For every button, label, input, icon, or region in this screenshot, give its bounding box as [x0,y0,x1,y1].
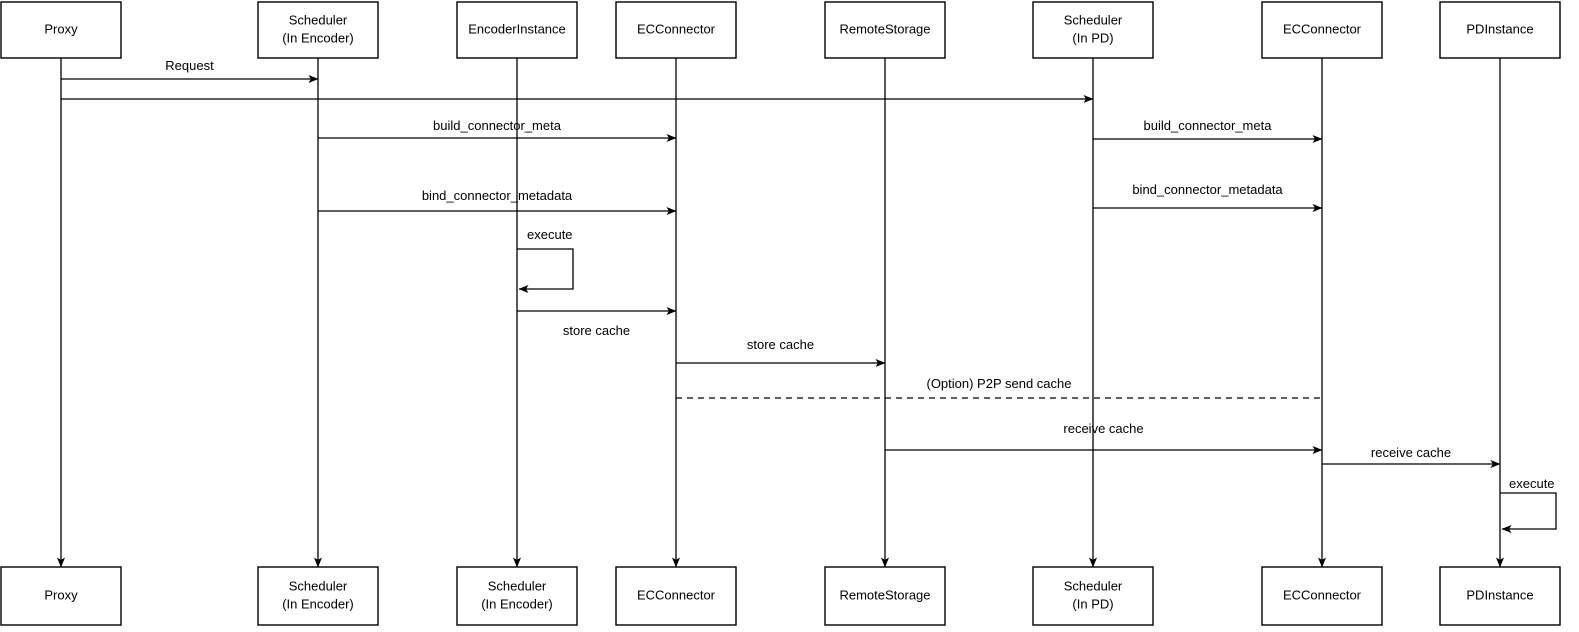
message-label-m3: build_connector_meta [433,118,562,133]
self-messages-layer: execute execute [517,227,1557,533]
self-message-label-s2: execute [1509,476,1555,491]
participant-label-encoder-instance-line1: Scheduler [488,578,547,593]
message-m7[interactable]: store cache [517,307,677,338]
message-label-m7: store cache [563,323,630,338]
participant-label-pd-instance: PDInstance [1466,587,1533,602]
participant-box-rect-remote-storage [824,1,946,59]
participant-label-scheduler-enc-line1: Scheduler [289,578,348,593]
participant-box-rect-ecconnector-pd [1261,566,1383,626]
message-m1[interactable]: Request [61,58,319,83]
participant-box-bottom-scheduler-enc[interactable]: Scheduler (In Encoder) [257,566,379,626]
message-label-m4: build_connector_meta [1144,118,1273,133]
message-label-m8: store cache [747,337,814,352]
message-label-m6: bind_connector_metadata [1132,182,1283,197]
participant-label-scheduler-pd-line2: (In PD) [1072,30,1113,45]
participant-box-top-scheduler-pd[interactable]: Scheduler (In PD) [1032,1,1154,59]
self-message-path-s1 [517,248,574,293]
participant-label-scheduler-enc-line1: Scheduler [289,12,348,27]
participant-label-ecconnector-enc: ECConnector [637,21,716,36]
participant-box-bottom-remote-storage[interactable]: RemoteStorage [824,566,946,626]
participant-box-rect-ecconnector-enc [615,566,737,626]
participant-label-remote-storage: RemoteStorage [839,21,930,36]
message-m6[interactable]: bind_connector_metadata [1093,182,1323,212]
participant-box-rect-remote-storage [824,566,946,626]
participant-box-rect-scheduler-enc [257,566,379,626]
lifelines-layer [57,58,1504,568]
participant-label-scheduler-enc-line2: (In Encoder) [282,596,354,611]
participant-box-rect-encoder-instance [456,566,578,626]
message-m4[interactable]: build_connector_meta [1093,118,1323,143]
self-message-label-s1: execute [527,227,573,242]
message-m3[interactable]: build_connector_meta [318,118,677,142]
message-label-m10: receive cache [1063,421,1143,436]
message-label-m9: (Option) P2P send cache [926,376,1071,391]
participant-box-bottom-encoder-instance[interactable]: Scheduler (In Encoder) [456,566,578,626]
self-message-s2[interactable]: execute [1500,476,1557,533]
participant-box-bottom-ecconnector-pd[interactable]: ECConnector [1261,566,1383,626]
participant-box-bottom-ecconnector-enc[interactable]: ECConnector [615,566,737,626]
participant-label-proxy: Proxy [44,21,78,36]
self-message-path-s2 [1500,492,1557,533]
bottom-participant-boxes: Proxy Scheduler (In Encoder) Scheduler (In E… [0,566,1561,626]
participant-label-ecconnector-pd: ECConnector [1283,587,1362,602]
participant-box-rect-ecconnector-enc [615,1,737,59]
participant-label-scheduler-pd-line1: Scheduler [1064,578,1123,593]
messages-layer: Request build_connector_meta build_connect… [61,58,1501,468]
message-label-m5: bind_connector_metadata [422,188,573,203]
participant-label-pd-instance: PDInstance [1466,21,1533,36]
participant-box-rect-scheduler-pd [1032,1,1154,59]
participant-box-rect-scheduler-enc [257,1,379,59]
participant-box-top-remote-storage[interactable]: RemoteStorage [824,1,946,59]
participant-box-rect-pd-instance [1439,1,1561,59]
message-m11[interactable]: receive cache [1322,445,1501,468]
participant-box-rect-proxy [0,1,122,59]
participant-box-bottom-proxy[interactable]: Proxy [0,566,122,626]
participant-box-top-pd-instance[interactable]: PDInstance [1439,1,1561,59]
participant-label-remote-storage: RemoteStorage [839,587,930,602]
message-m5[interactable]: bind_connector_metadata [318,188,677,215]
participant-box-top-encoder-instance[interactable]: EncoderInstance [456,1,578,59]
message-m8[interactable]: store cache [676,337,886,367]
message-label-m1: Request [165,58,214,73]
participant-box-rect-ecconnector-pd [1261,1,1383,59]
message-label-m11: receive cache [1371,445,1451,460]
participant-label-scheduler-pd-line2: (In PD) [1072,596,1113,611]
participant-label-scheduler-pd-line1: Scheduler [1064,12,1123,27]
participant-box-top-ecconnector-enc[interactable]: ECConnector [615,1,737,59]
participant-label-ecconnector-enc: ECConnector [637,587,716,602]
participant-box-top-scheduler-enc[interactable]: Scheduler (In Encoder) [257,1,379,59]
participant-label-encoder-instance-line2: (In Encoder) [481,596,553,611]
participant-box-rect-proxy [0,566,122,626]
top-participant-boxes: Proxy Scheduler (In Encoder) EncoderInstanc… [0,1,1561,59]
participant-box-bottom-scheduler-pd[interactable]: Scheduler (In PD) [1032,566,1154,626]
participant-label-proxy: Proxy [44,587,78,602]
participant-box-bottom-pd-instance[interactable]: PDInstance [1439,566,1561,626]
participant-label-scheduler-enc-line2: (In Encoder) [282,30,354,45]
message-m9[interactable]: (Option) P2P send cache [676,376,1322,399]
participant-box-rect-pd-instance [1439,566,1561,626]
participant-label-ecconnector-pd: ECConnector [1283,21,1362,36]
message-m10[interactable]: receive cache [885,421,1323,454]
participant-label-encoder-instance: EncoderInstance [468,21,566,36]
participant-box-rect-scheduler-pd [1032,566,1154,626]
participant-box-top-ecconnector-pd[interactable]: ECConnector [1261,1,1383,59]
self-message-s1[interactable]: execute [517,227,574,293]
participant-box-rect-encoder-instance [456,1,578,59]
participant-box-top-proxy[interactable]: Proxy [0,1,122,59]
